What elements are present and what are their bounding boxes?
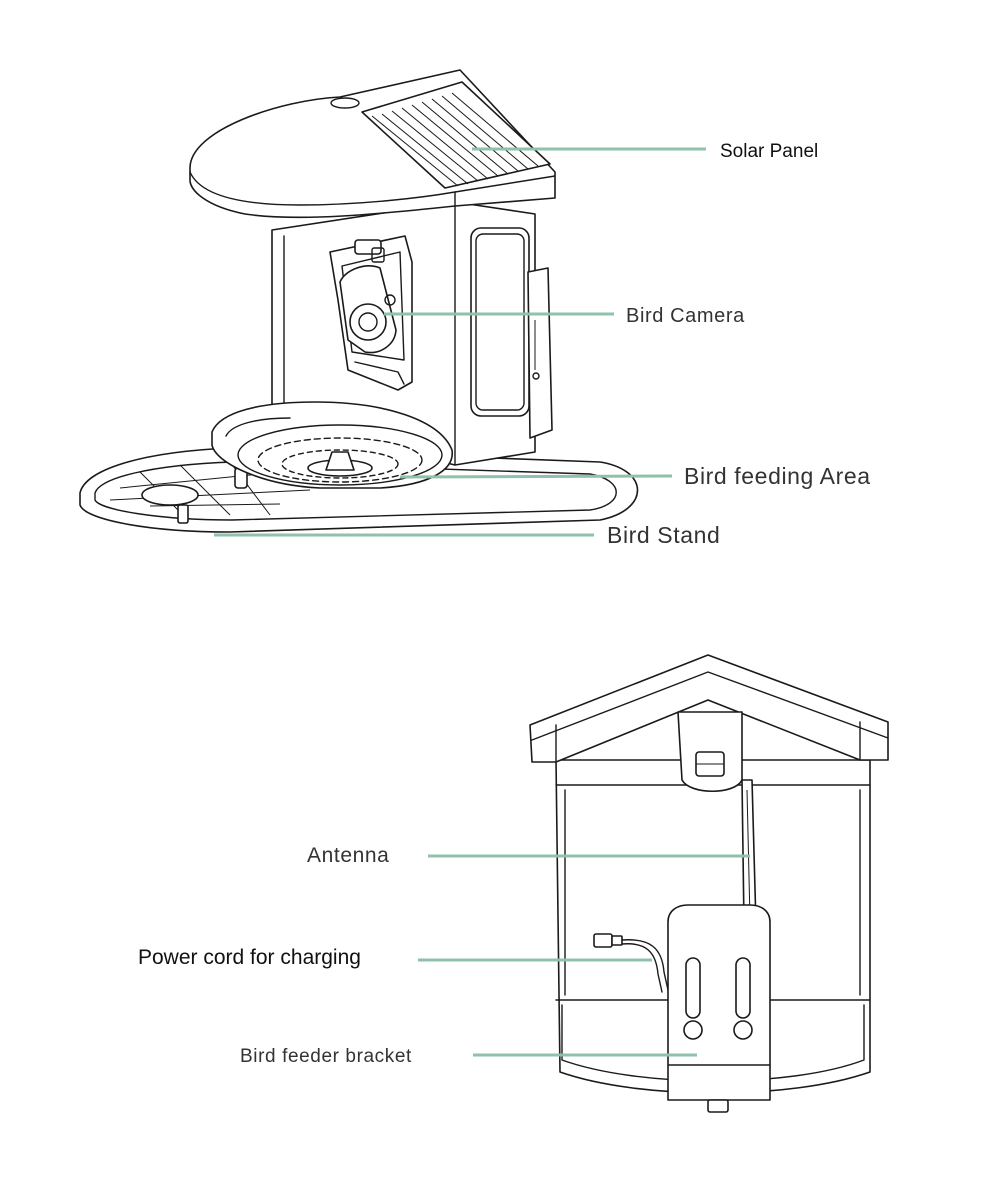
label-bracket: Bird feeder bracket (240, 1046, 412, 1067)
callout-solar-panel: Solar Panel (472, 141, 818, 162)
label-bird-feeding-area: Bird feeding Area (684, 463, 871, 489)
callout-bird-stand: Bird Stand (214, 522, 720, 548)
back-hanger (677, 711, 743, 792)
label-antenna: Antenna (307, 844, 389, 867)
feeder-front-illustration (79, 69, 639, 533)
power-cord (593, 933, 669, 993)
label-solar-panel: Solar Panel (720, 141, 818, 162)
bird-feeder-bracket (667, 904, 771, 1113)
back-roof (529, 654, 889, 763)
leader-line-bird-feeding-area (399, 474, 673, 479)
solar-panel (361, 81, 551, 189)
label-power-cord: Power cord for charging (138, 946, 361, 969)
bird-stand (79, 447, 639, 533)
label-bird-stand: Bird Stand (607, 522, 720, 548)
callout-antenna: Antenna (307, 844, 750, 867)
callout-power-cord: Power cord for charging (138, 946, 652, 969)
callout-bracket: Bird feeder bracket (240, 1046, 697, 1067)
bird-camera (329, 235, 413, 391)
label-bird-camera: Bird Camera (626, 305, 745, 327)
bird-feeding-area (211, 401, 453, 489)
callout-bird-feeding-area: Bird feeding Area (399, 463, 871, 489)
callout-bird-camera: Bird Camera (384, 305, 745, 327)
feeder-back-illustration (529, 654, 889, 1113)
